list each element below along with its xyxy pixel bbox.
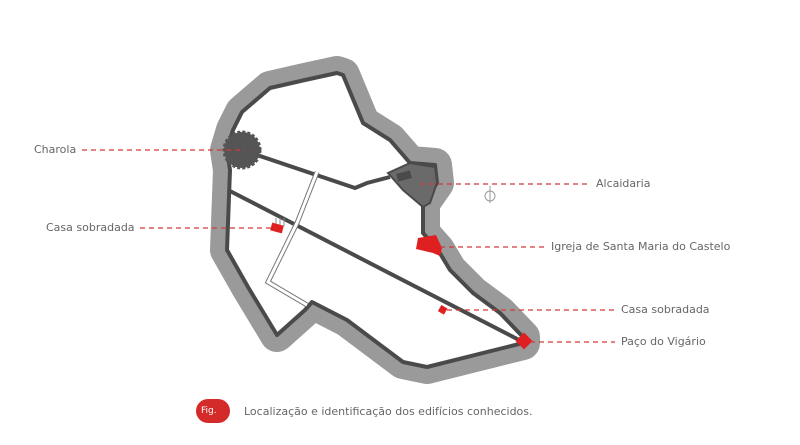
caption-text: Localização e identificação dos edifício… [244, 404, 533, 418]
castle-wall [225, 71, 525, 369]
main-street [227, 188, 524, 344]
figure-caption: Fig. 32 Localização e identificação dos … [196, 399, 533, 440]
casa-sobradada-left [270, 222, 284, 234]
compass-icon [484, 186, 496, 203]
figure-badge: Fig. 32 [196, 399, 230, 440]
label-alcaidaria: Alcaidaria [596, 177, 651, 190]
label-charola: Charola [34, 143, 77, 156]
label-casa-sobradada-right: Casa sobradada [621, 303, 710, 316]
alcaidaria-keep [396, 170, 412, 182]
label-igreja: Igreja de Santa Maria do Castelo [551, 240, 731, 253]
casa-sobradada-left-hatching [275, 218, 285, 226]
igreja-building [416, 235, 442, 256]
label-casa-sobradada-left: Casa sobradada [46, 221, 135, 234]
leader-lines [82, 149, 615, 343]
charola [222, 130, 262, 170]
paco-building [515, 332, 533, 350]
casa-sobradada-right [437, 305, 448, 315]
inner-wall [241, 148, 391, 191]
label-paco: Paço do Vigário [621, 335, 706, 348]
passage-inner [266, 171, 319, 307]
